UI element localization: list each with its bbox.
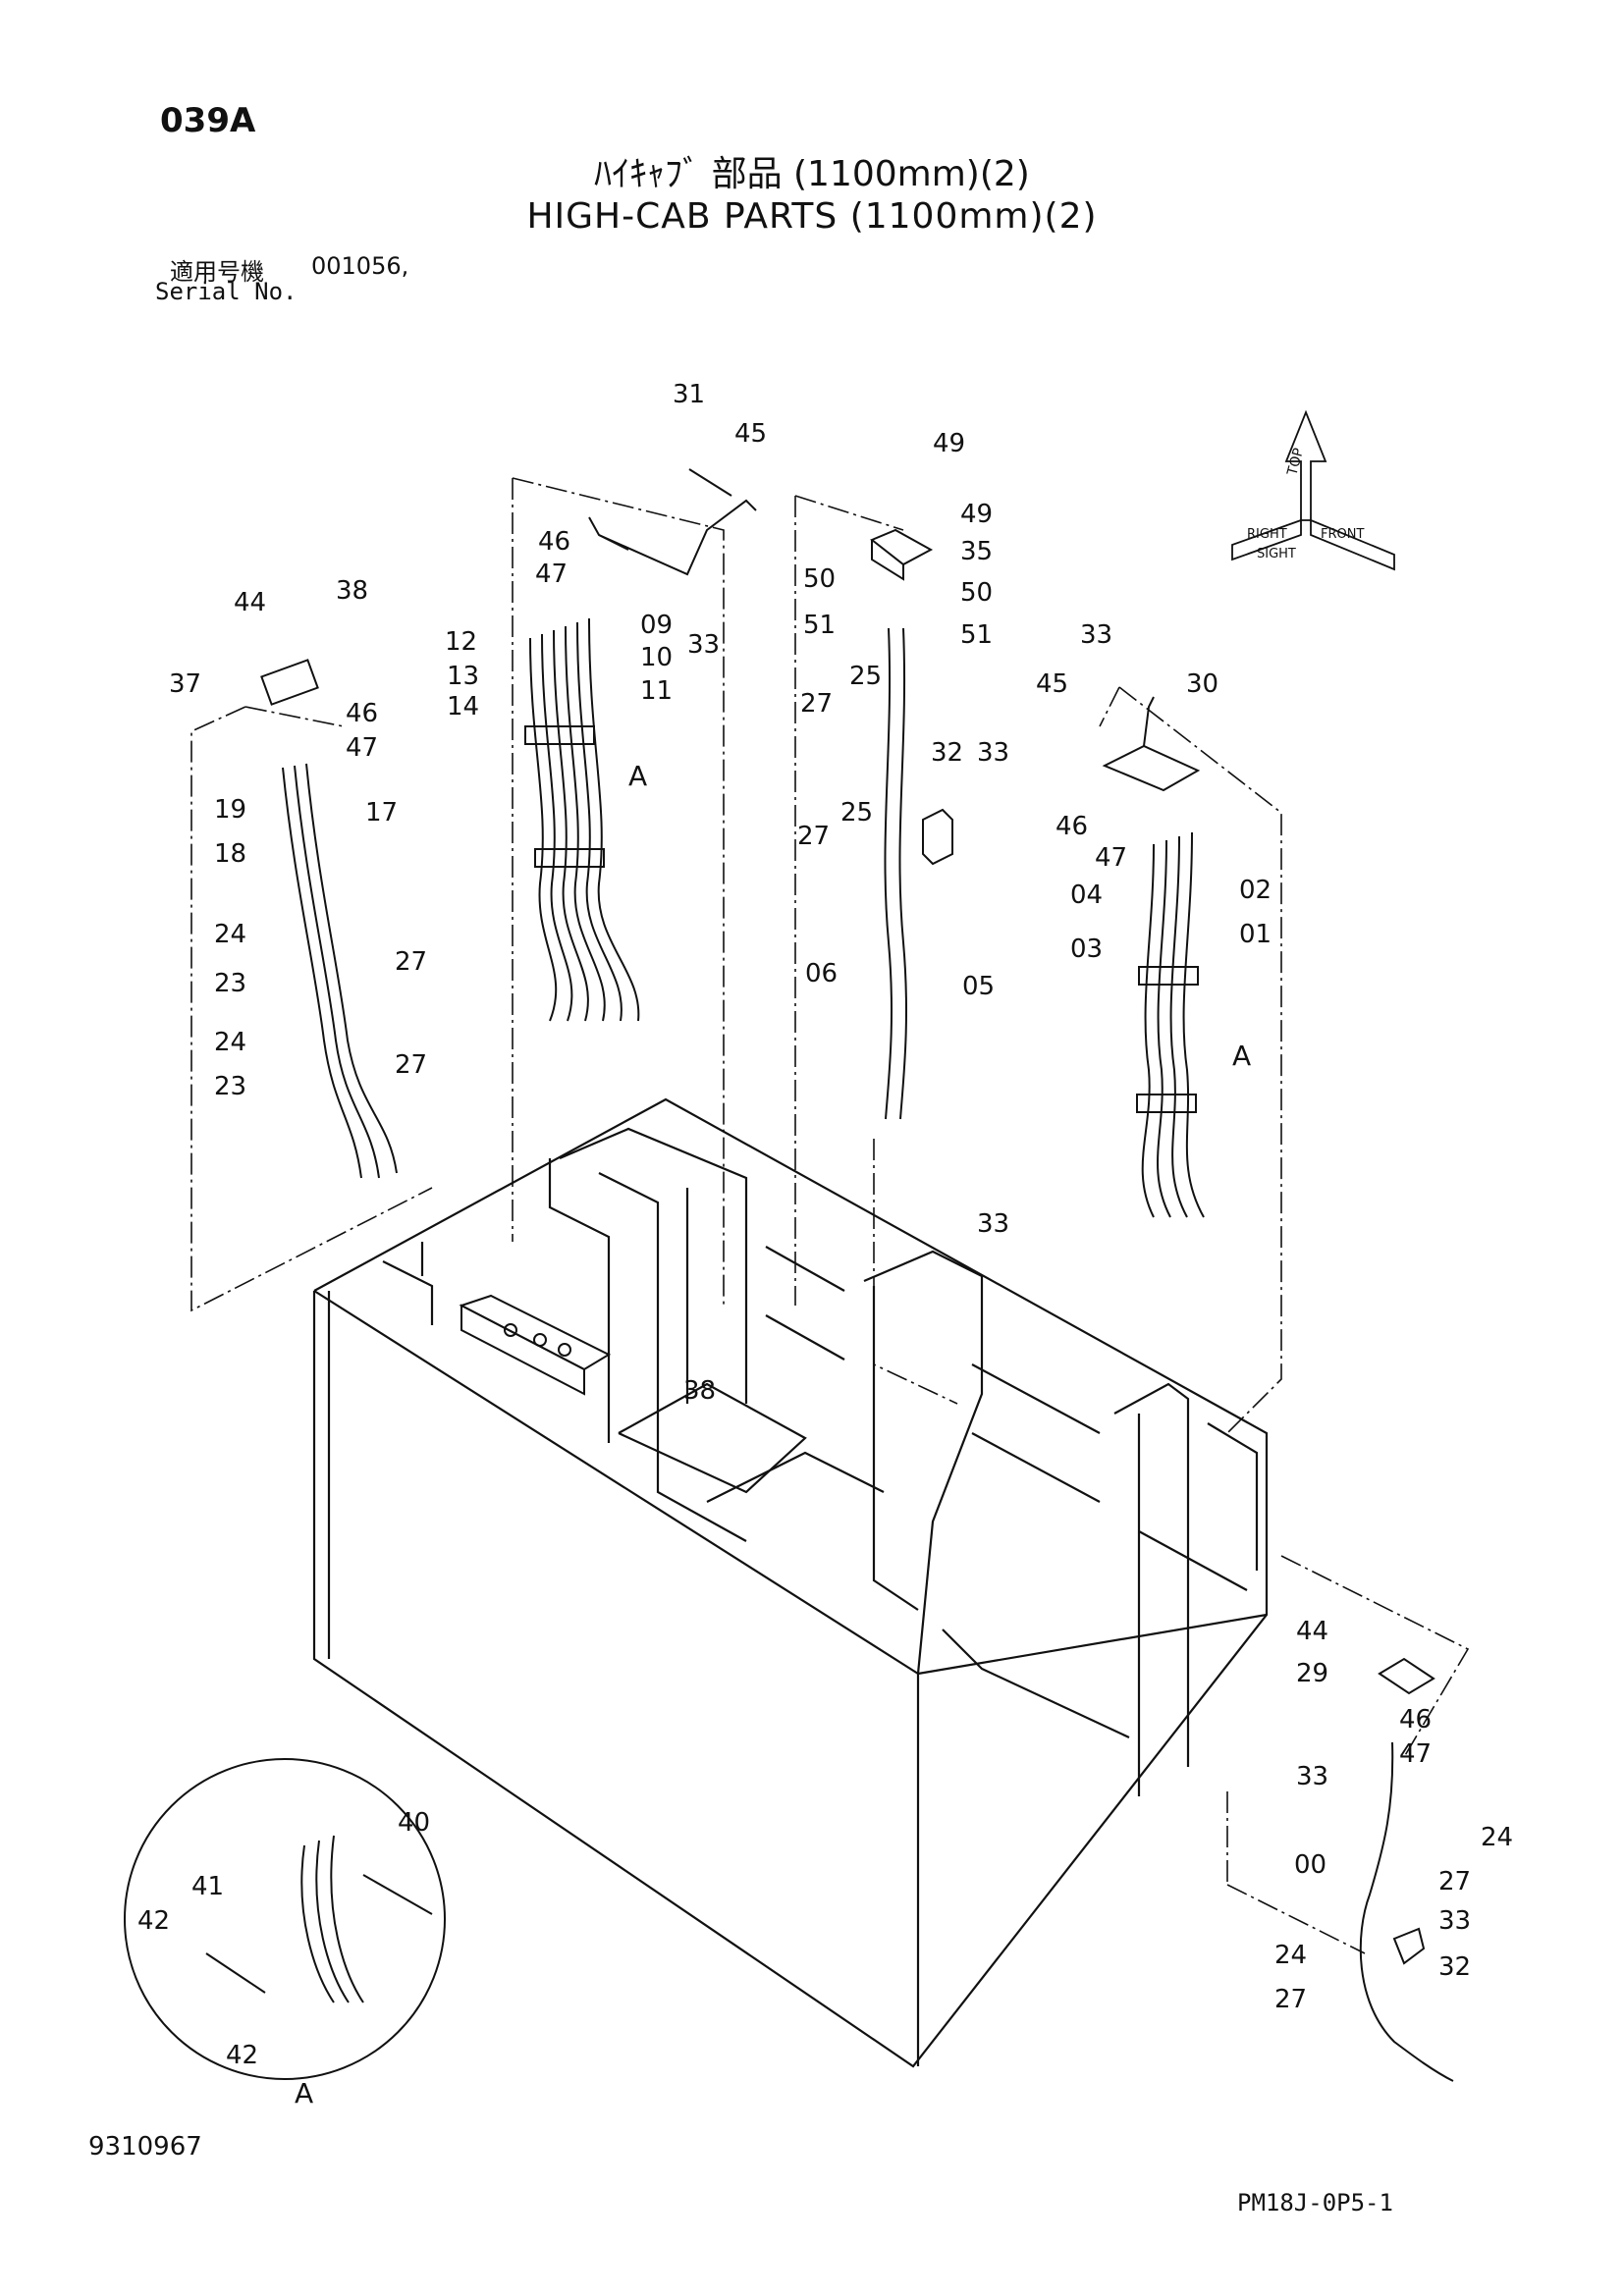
orientation-indicator — [1231, 409, 1395, 571]
part-callout: 31 — [673, 380, 705, 409]
part-callout: 51 — [803, 611, 836, 640]
part-callout: 25 — [849, 662, 882, 691]
antenna-cable-assembly — [1359, 1657, 1454, 2082]
part-callout: 27 — [1274, 1985, 1307, 2014]
part-callout: 23 — [214, 1072, 246, 1101]
part-callout: 30 — [1186, 669, 1218, 699]
part-callout: 29 — [1296, 1659, 1328, 1688]
part-callout: 41 — [191, 1872, 224, 1901]
relay-block — [459, 1294, 612, 1396]
bracket-35 — [870, 528, 934, 581]
part-callout: 10 — [640, 643, 673, 672]
part-callout: 09 — [640, 611, 673, 640]
orientation-front: FRONT — [1321, 527, 1364, 542]
part-callout: 24 — [1481, 1823, 1513, 1852]
part-callout: 46 — [346, 699, 378, 728]
part-callout: 18 — [214, 839, 246, 869]
detail-a-circle — [124, 1758, 446, 2080]
figure-number: 9310967 — [88, 2132, 202, 2162]
part-callout: 40 — [398, 1808, 430, 1838]
part-callout: 38 — [683, 1376, 716, 1406]
serial-label-japanese: 適用号機 — [170, 258, 264, 286]
harness-center — [884, 627, 907, 1120]
part-callout: 33 — [1438, 1906, 1471, 1936]
detail-marker-1: A — [628, 760, 647, 792]
assembly-leader-lines — [190, 477, 1470, 1954]
detail-marker-2: A — [1232, 1040, 1251, 1072]
serial-value: 001056, — [311, 252, 409, 280]
part-callout: 32 — [1438, 1952, 1471, 1982]
part-callout: 27 — [797, 822, 830, 851]
part-callout: 03 — [1070, 934, 1103, 964]
part-callout: 04 — [1070, 881, 1103, 910]
part-callout: 44 — [1296, 1617, 1328, 1646]
part-callout: 05 — [962, 972, 995, 1001]
part-callout: 32 — [931, 738, 963, 768]
part-callout: 06 — [805, 959, 838, 988]
part-callout: 33 — [977, 1209, 1009, 1239]
detail-circle-label: A — [295, 2077, 313, 2109]
part-callout: 02 — [1239, 876, 1272, 905]
serial-label-english: Serial No. — [155, 278, 298, 305]
cab-frame — [312, 1097, 1269, 2068]
part-callout: 13 — [447, 662, 479, 691]
part-callout: 50 — [960, 578, 993, 608]
part-callout: 42 — [226, 2041, 258, 2070]
part-callout: 33 — [1296, 1762, 1328, 1791]
part-callout: 37 — [169, 669, 201, 699]
part-callout: 14 — [447, 692, 479, 721]
orientation-right: RIGHT — [1247, 527, 1287, 542]
part-callout: 35 — [960, 537, 993, 566]
part-callout: 12 — [445, 627, 477, 657]
part-callout: 00 — [1294, 1850, 1326, 1880]
bracket-31 — [588, 468, 757, 576]
bracket-30 — [1102, 696, 1201, 792]
harness-right — [1136, 831, 1205, 1218]
part-callout: 51 — [960, 620, 993, 650]
part-callout: 27 — [800, 689, 833, 719]
title-english: HIGH-CAB PARTS (1100mm)(2) — [526, 196, 1098, 237]
part-callout: 27 — [1438, 1867, 1471, 1896]
part-callout: 46 — [538, 527, 570, 557]
part-callout: 33 — [977, 738, 1009, 768]
part-callout: 46 — [1056, 812, 1088, 841]
part-callout: 38 — [336, 576, 368, 606]
part-callout: 27 — [395, 1050, 427, 1080]
part-callout: 33 — [1080, 620, 1112, 650]
part-callout: 11 — [640, 676, 673, 706]
harness-left — [260, 659, 398, 1179]
part-callout: 25 — [840, 798, 873, 828]
part-callout: 47 — [1399, 1739, 1432, 1769]
part-callout: 49 — [933, 429, 965, 458]
part-callout: 45 — [1036, 669, 1068, 699]
bracket-32-center — [922, 808, 953, 866]
part-callout: 45 — [734, 419, 767, 449]
part-callout: 47 — [535, 560, 568, 589]
part-callout: 44 — [234, 588, 266, 617]
part-callout: 27 — [395, 947, 427, 977]
part-callout: 46 — [1399, 1705, 1432, 1735]
part-callout: 50 — [803, 564, 836, 594]
title-japanese: ﾊｲｷｬﾌﾞ 部品 (1100mm)(2) — [594, 154, 1030, 194]
orientation-top: TOP — [1284, 447, 1307, 478]
drawing-code: PM18J-0P5-1 — [1237, 2189, 1393, 2216]
part-callout: 42 — [137, 1906, 170, 1936]
orientation-sight: SIGHT — [1257, 547, 1296, 561]
part-callout: 33 — [687, 630, 720, 660]
part-callout: 24 — [1274, 1941, 1307, 1970]
part-callout: 01 — [1239, 920, 1272, 949]
part-callout: 23 — [214, 969, 246, 998]
part-callout: 49 — [960, 500, 993, 529]
part-callout: 24 — [214, 1028, 246, 1057]
part-callout: 24 — [214, 920, 246, 949]
part-callout: 47 — [346, 733, 378, 763]
part-callout: 17 — [365, 798, 398, 828]
harness-middle — [524, 617, 640, 1022]
page-code: 039A — [160, 101, 256, 140]
part-callout: 47 — [1095, 843, 1127, 873]
part-callout: 19 — [214, 795, 246, 825]
